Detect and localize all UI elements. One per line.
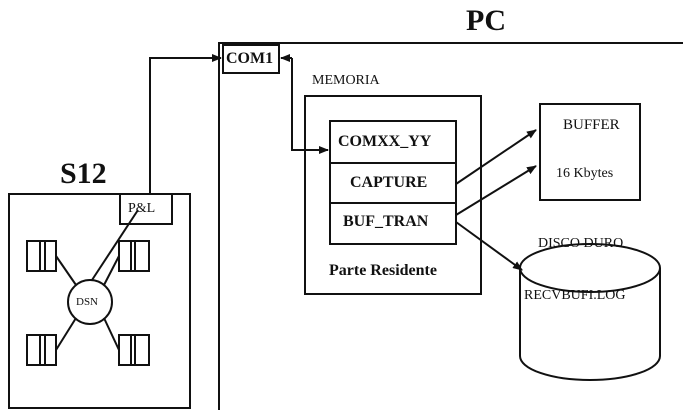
disk-cylinder [519,243,661,381]
pc-frame [218,42,683,410]
s12-title: S12 [60,157,107,190]
pl-box [119,193,173,225]
dsn-spokes [55,209,139,351]
buffer-size: 16 Kbytes [556,166,614,181]
modules-stack [329,120,457,245]
resident-label: Parte Residente [329,262,437,279]
dsn-circle [67,279,113,325]
module-capture: CAPTURE [350,174,428,191]
memory-box [304,95,482,295]
pl-label: P&L [128,201,156,216]
module-comxx: COMXX_YY [338,133,432,150]
memory-title: MEMORIA [312,73,380,88]
buftran-buffer-arrow [455,165,537,216]
pc-title: PC [466,4,506,37]
com1-comxx-line [291,58,329,154]
capture-buffer-arrow [455,129,537,185]
buffer-box [539,103,641,201]
buftran-disk-arrow [455,221,523,271]
disk-title: DISCO DURO [538,236,624,251]
dsn-label: DSN [76,296,99,308]
com1-label: COM1 [226,50,274,67]
buffer-title: BUFFER [563,117,620,133]
s12-com1-line [149,54,222,194]
module-buftran: BUF_TRAN [343,213,429,230]
s12-box [8,193,191,409]
disk-file: RECVBUFI.LOG [524,288,626,303]
com1-box [222,44,280,74]
